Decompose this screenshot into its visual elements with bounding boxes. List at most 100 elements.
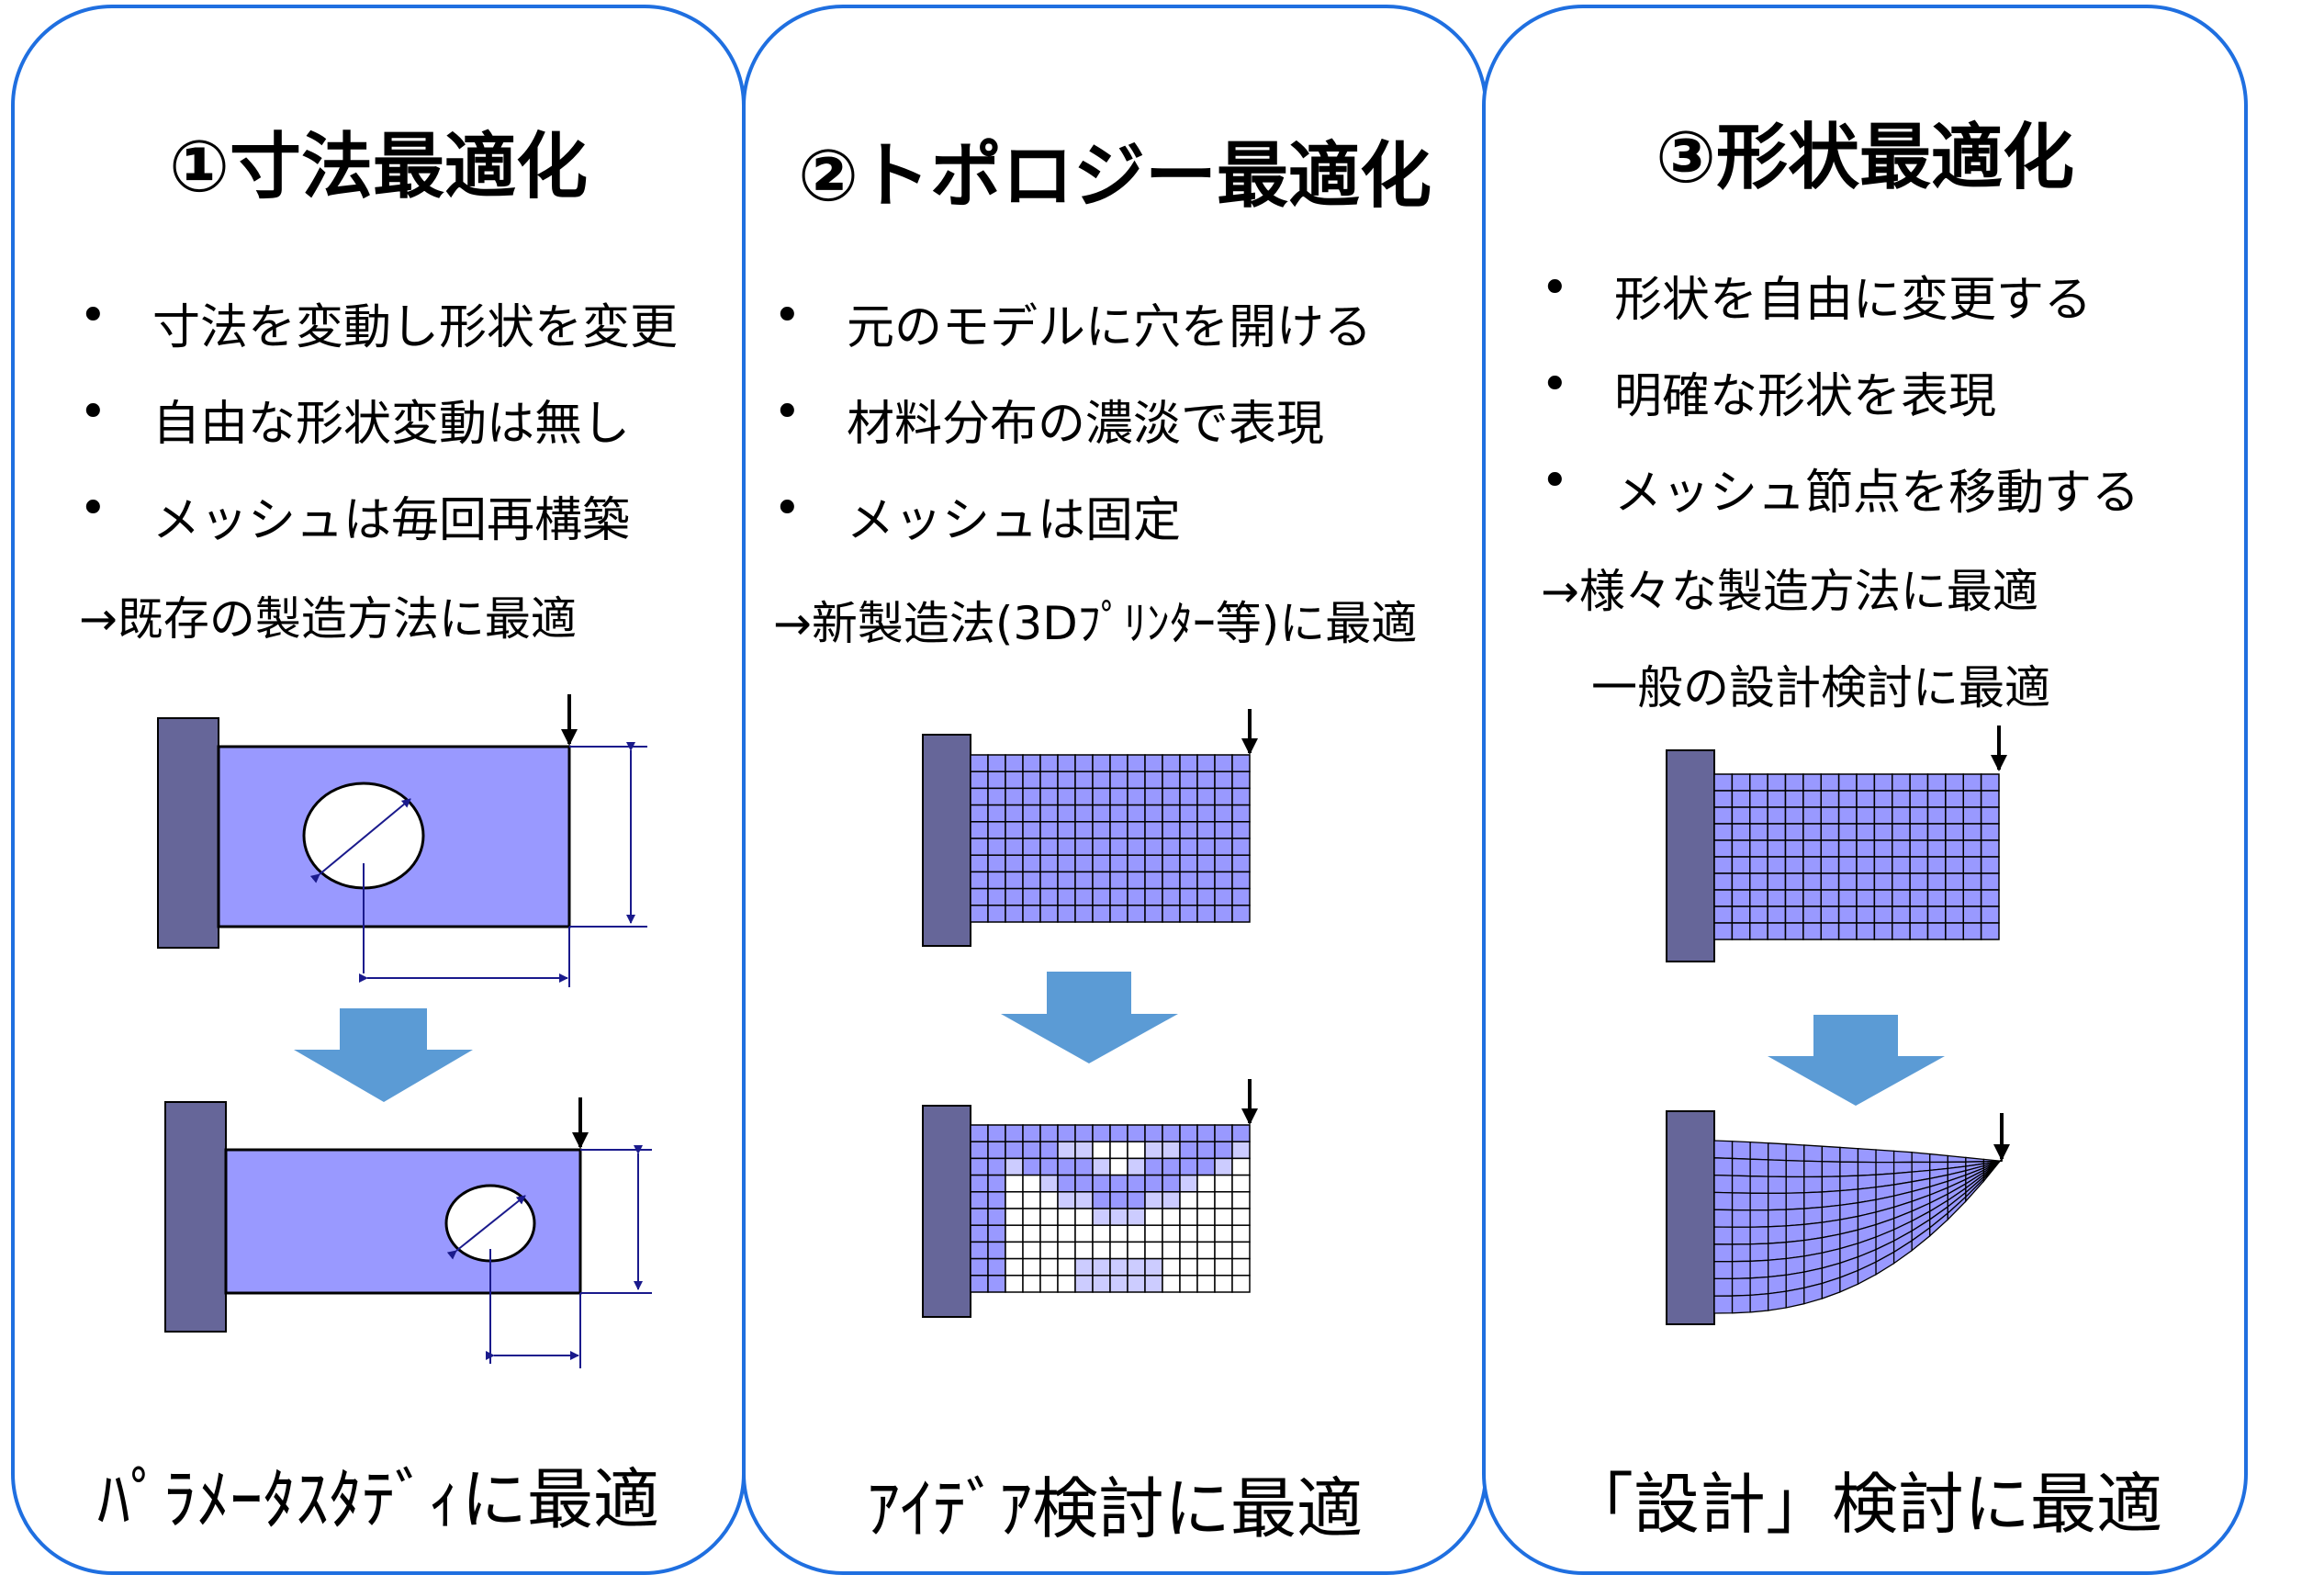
mesh-cell [1802,872,1822,891]
mesh-cell [1749,1158,1769,1177]
mesh-cell [1980,823,2000,841]
mesh-cell [1179,1208,1198,1226]
mesh-cell [1713,1174,1734,1194]
mesh-cell [1022,754,1041,772]
mesh-cell [987,1174,1006,1193]
mesh-cell [1945,823,1964,841]
mesh-cell [1749,1226,1769,1245]
mesh-cell [1856,823,1876,841]
suitability-note: →様々な製造方法に最適 [1541,565,2038,618]
mesh-cell [1074,887,1094,906]
mesh-cell [1767,839,1787,858]
mesh-cell [1802,905,1822,924]
shape-figure-after [1666,1110,2010,1325]
mesh-cell [1784,922,1804,940]
dimension-figure-after [164,1097,652,1368]
mesh-cell [1196,754,1216,772]
mesh-cell [1749,905,1768,924]
mesh-cell [1039,1191,1059,1209]
mesh-cell [1214,871,1233,890]
mesh-cell [1713,1277,1734,1297]
mesh-cell [970,1224,989,1243]
mesh-cell [1005,1141,1024,1160]
mesh-cell [1713,872,1734,891]
mesh-cell [1926,856,1947,874]
mesh-cell [1820,806,1840,825]
mesh-cell [1005,854,1024,873]
mesh-cell [1109,1275,1128,1293]
mesh-cell [1768,1209,1787,1228]
mesh-cell [987,1208,1006,1226]
mesh-cell [1837,889,1858,907]
mesh-cell [1057,1275,1076,1293]
mesh-cell [1892,872,1911,891]
mesh-cell [1127,1257,1146,1277]
mesh-cell [1214,1257,1233,1277]
mesh-cell [1784,889,1804,907]
mesh-cell [1144,905,1163,923]
mesh-cell [1768,1274,1787,1295]
mesh-cell [1856,889,1876,907]
mesh-cell [1731,905,1751,924]
mesh-cell [1179,1241,1198,1260]
mesh-cell [1092,887,1111,906]
mesh-cell [1892,889,1911,907]
mesh-cell [1005,754,1024,772]
bullet-text: 元のモデルに穴を開ける [847,300,1373,355]
mesh-cell [1179,854,1198,873]
mesh-cell [1875,1161,1895,1175]
mesh-cell [1820,839,1840,858]
mesh-cell [1749,872,1768,891]
mesh-cell [1179,1141,1198,1160]
mesh-cell [1144,804,1163,823]
bullet-dot: • [773,385,802,440]
mesh-cell [1057,804,1076,823]
mesh-cell [1767,856,1787,874]
mesh-cell [1074,854,1094,873]
mesh-cell [1074,1224,1094,1243]
mesh-cell [1057,821,1076,839]
mesh-cell [1214,1124,1233,1142]
mesh-cell [987,1257,1006,1277]
mesh-cell [1144,1157,1163,1176]
mesh-cell [1749,1141,1769,1161]
mesh-cell [1214,1208,1233,1226]
mesh-cell [1179,905,1198,923]
mesh-cell [1803,1191,1824,1209]
mesh-cell [1731,1157,1751,1177]
mesh-cell [1767,773,1787,792]
mesh-cell [1005,1275,1024,1293]
mesh-cell [1784,839,1804,858]
mesh-cell [1092,754,1111,772]
mesh-cell [987,1191,1006,1209]
mesh-cell [1109,854,1128,873]
mesh-cell [970,1124,989,1142]
mesh-grid [1713,773,2000,940]
deformed-mesh [1713,1140,2003,1314]
mesh-cell [1092,1257,1111,1277]
mesh-cell [1768,1159,1787,1178]
mesh-cell [970,1141,989,1160]
mesh-cell [1074,905,1094,923]
mesh-cell [1768,1142,1787,1162]
mesh-cell [1802,889,1822,907]
mesh-cell [1162,1224,1181,1243]
topology-figure-after [922,1079,1258,1318]
mesh-cell [1214,1191,1233,1209]
mesh-cell [1162,838,1181,856]
mesh-cell [1749,1243,1769,1262]
mesh-cell [1731,790,1751,808]
mesh-cell [1214,1241,1233,1260]
mesh-cell [1892,839,1911,858]
mesh-cell [987,1224,1006,1243]
mesh-cell [1127,787,1146,806]
mesh-cell [1785,1192,1805,1210]
mesh-cell [1057,838,1076,856]
mesh-cell [1196,821,1216,839]
mesh-cell [1039,804,1059,823]
mesh-cell [970,905,989,923]
mesh-cell [987,1275,1006,1293]
mesh-cell [1144,1257,1163,1277]
mesh-cell [1092,871,1111,890]
mesh-cell [1839,1161,1859,1177]
